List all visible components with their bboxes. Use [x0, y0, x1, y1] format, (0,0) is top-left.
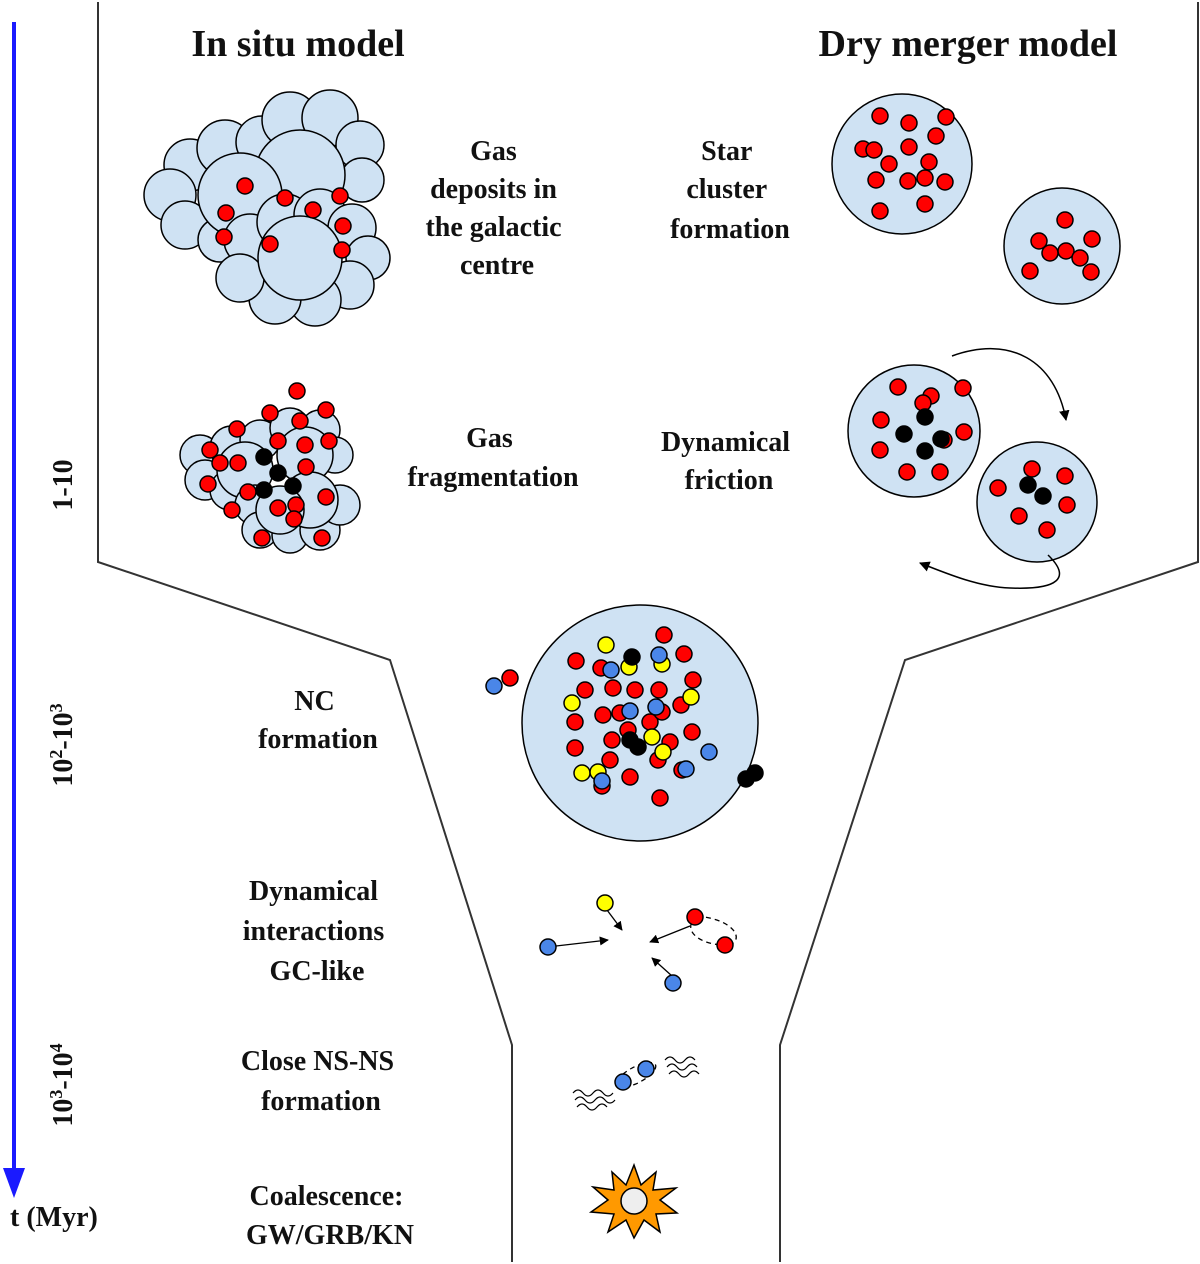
nsns-binary	[572, 1056, 700, 1111]
explosion-burst	[588, 1162, 680, 1240]
label-star-cluster: Star cluster formation	[670, 136, 790, 245]
gas-cloud-stars	[215, 177, 352, 259]
orbit-arrow-top	[951, 347, 1070, 422]
nuclear-cluster	[521, 604, 759, 842]
fragmented-gas-stars	[199, 382, 338, 547]
funnel-outline	[97, 2, 1199, 1262]
label-gas-fragmentation: Gas fragmentation	[407, 423, 579, 493]
orbit-arrow-bottom	[919, 554, 1061, 589]
header-in-situ: In situ model	[191, 23, 404, 65]
escaping-binary-right	[737, 764, 764, 788]
gas-cloud-group	[143, 89, 391, 327]
time-axis-arrowhead	[3, 1168, 25, 1198]
range-1-label: 1-10	[48, 459, 79, 510]
label-nc-formation: NC formation	[258, 686, 378, 755]
range-3-label: 103-104	[46, 1043, 79, 1126]
escaping-binary-left	[485, 669, 519, 695]
gas-cloud-large	[143, 89, 385, 263]
label-gas-deposits: Gas deposits in the galactic centre	[425, 136, 568, 281]
interaction-scheme	[539, 894, 737, 992]
label-coalescence: Coalescence: GW/GRB/KN	[246, 1181, 414, 1251]
friction-cluster-b	[976, 441, 1098, 563]
range-2-label: 102-103	[46, 703, 79, 786]
explosion-core	[620, 1187, 648, 1215]
label-dynamical-friction: Dynamical friction	[661, 427, 797, 496]
label-dynamical-interactions: Dynamical interactions GC-like	[243, 876, 392, 987]
time-axis: t (Myr) 1-10 102-103 103-104	[3, 22, 98, 1233]
time-axis-label: t (Myr)	[10, 1202, 98, 1233]
friction-cluster-a	[847, 364, 981, 498]
header-dry-merger: Dry merger model	[819, 23, 1118, 65]
star-cluster-large	[831, 93, 973, 235]
star-cluster-small	[1003, 187, 1121, 305]
label-close-nsns: Close NS-NS formation	[241, 1046, 401, 1117]
